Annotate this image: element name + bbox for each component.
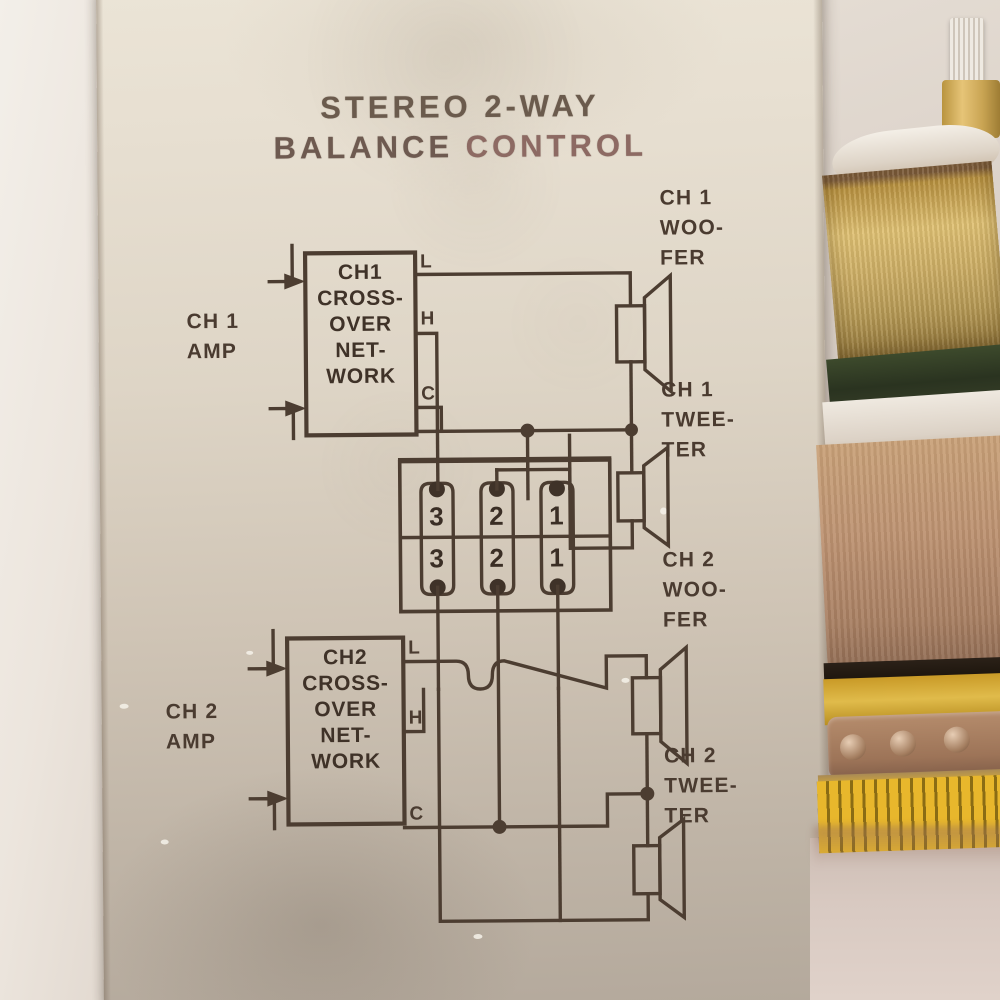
ch1-woofer-label-line-1: CH 1 xyxy=(659,186,713,210)
wire-ch1-H xyxy=(416,333,438,431)
ch1-amp-label-line-2: AMP xyxy=(186,339,238,364)
wire-ch1-tweeter-hot xyxy=(569,435,632,548)
ch2-box-line-1: CROSS- xyxy=(302,671,389,696)
wire-terminal-b1-to-ch2 xyxy=(558,688,560,920)
wire-ch1-C-stub xyxy=(416,407,441,431)
ch2-crossover-box-text: CH2 CROSS- OVER NET- WORK xyxy=(287,645,404,776)
terminal-bottom-label-1: 1 xyxy=(549,542,565,573)
ch1-terminal-H: H xyxy=(420,308,435,330)
pot-base-blur xyxy=(814,826,1000,866)
ch1-tweeter-label-line-1: CH 1 xyxy=(661,378,714,402)
ch1-amp-label-line-1: CH 1 xyxy=(186,309,240,334)
pot-terminal-lug xyxy=(943,726,971,754)
ch2-amp-label-line-2: AMP xyxy=(165,730,217,754)
ch2-terminal-C: C xyxy=(409,803,424,825)
ch1-input-arrow-bottom xyxy=(285,400,307,417)
terminal-top-label-3: 3 xyxy=(429,501,444,532)
junction-dot-ch1-common xyxy=(624,423,638,437)
wire-feed-top-1-bridge xyxy=(497,469,570,489)
ch1-box-line-2: OVER xyxy=(329,312,393,337)
ch1-terminal-L: L xyxy=(420,251,432,273)
ch1-tweeter-body xyxy=(618,473,644,521)
ch1-box-line-4: WORK xyxy=(326,364,396,389)
ch2-tweeter-label-line-3: TER xyxy=(664,804,711,828)
pot-brass-body xyxy=(822,160,1000,366)
ch1-tweeter-label-line-3: TER xyxy=(661,438,708,462)
terminal-bottom-label-3: 3 xyxy=(429,543,445,574)
ch2-amp-label-line-1: CH 2 xyxy=(165,700,219,724)
ch1-box-line-1: CROSS- xyxy=(317,286,404,311)
ch2-woofer-cone xyxy=(660,647,687,763)
wire-ch1-L-to-woofer xyxy=(415,273,630,308)
junction-dot-ch2-common xyxy=(492,819,507,834)
ch2-tweeter-label-line-2: TWEE- xyxy=(664,773,738,798)
pot-knurled-shaft xyxy=(950,18,984,84)
terminal-top-label-2: 2 xyxy=(489,500,504,531)
ch2-tweeter-cone xyxy=(660,819,685,917)
ch2-woofer-body xyxy=(632,678,660,734)
ch1-woofer-label-line-3: FER xyxy=(660,246,706,270)
ch1-tweeter-cone xyxy=(644,448,669,546)
terminal-bottom-label-2: 2 xyxy=(489,542,505,573)
ch2-box-line-4: WORK xyxy=(311,749,381,774)
ch1-input-arrow-top xyxy=(284,273,306,290)
ch1-tweeter-label-line-2: TWEE- xyxy=(661,407,736,432)
wire-terminal-b2-down xyxy=(498,587,500,827)
ch2-terminal-L: L xyxy=(408,637,420,659)
wire-terminal-b1-down xyxy=(558,586,559,688)
ch2-woofer-label-line-2: WOO- xyxy=(662,578,728,602)
terminal-top-label-1: 1 xyxy=(549,500,564,531)
terminal-top-bridge xyxy=(400,458,610,471)
instruction-card: STEREO 2-WAY BALANCE CONTROL xyxy=(96,0,830,1000)
ch1-woofer-body xyxy=(616,306,644,362)
ch1-crossover-box-text: CH1 CROSS- OVER NET- WORK xyxy=(305,260,416,391)
wire-ch2-L-to-woofer xyxy=(403,656,646,690)
ch2-woofer-label-line-3: FER xyxy=(662,608,709,632)
ch2-box-line-2: OVER xyxy=(314,697,378,722)
schematic-wires xyxy=(96,0,830,1000)
ch2-box-line-3: NET- xyxy=(320,723,372,748)
ch2-woofer-label-line-1: CH 2 xyxy=(662,548,716,572)
pot-lug-plate xyxy=(826,710,1000,780)
wire-ch2-H xyxy=(403,689,423,731)
ch2-terminal-H: H xyxy=(408,707,423,729)
pot-lower-body xyxy=(816,435,1000,675)
ch2-input-arrow-top xyxy=(266,660,288,677)
ch1-woofer-cone xyxy=(644,275,671,391)
terminal-block-divider xyxy=(400,536,610,538)
ch1-woofer-label-line-2: WOO- xyxy=(659,216,725,240)
wire-ch1-woofer-to-common xyxy=(631,362,632,430)
ch2-box-line-0: CH2 xyxy=(322,645,368,670)
wire-ch2-tweeter-hot-return xyxy=(438,688,648,922)
solder-dot-top-1 xyxy=(548,480,565,497)
ch2-tweeter-body xyxy=(634,846,660,894)
pot-terminal-lug xyxy=(889,730,917,758)
ch1-box-line-3: NET- xyxy=(335,338,387,363)
ch1-crossover-box xyxy=(305,253,416,436)
balance-control-potentiometer xyxy=(810,0,1000,1000)
ch1-box-line-0: CH1 xyxy=(337,260,383,285)
ch2-tweeter-label-line-1: CH 2 xyxy=(663,744,717,768)
ch2-input-arrow-bottom xyxy=(267,790,289,807)
ch1-terminal-C: C xyxy=(421,383,435,405)
wire-terminal-b3-down xyxy=(438,587,439,689)
pot-terminal-lug xyxy=(839,733,867,761)
